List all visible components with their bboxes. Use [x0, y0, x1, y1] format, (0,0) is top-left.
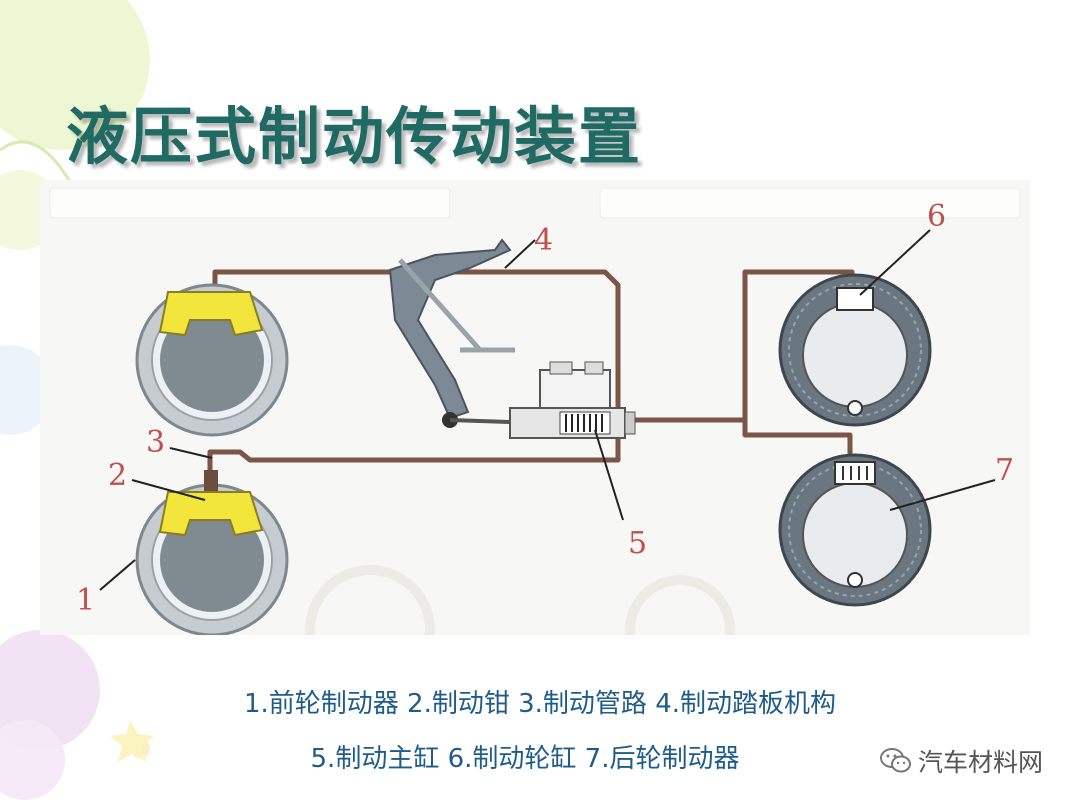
rear-wheel-brake: [778, 453, 932, 607]
leader-lines: [99, 229, 996, 591]
brake-caliper: [158, 491, 264, 537]
front-wheel-brake: [135, 470, 289, 635]
brake-system-diagram: 1 2 3 4 5 6 7: [40, 180, 1030, 635]
label-7: 7: [995, 453, 1014, 488]
rear-wheel-brake-upper: [778, 273, 932, 427]
brake-wheel-cylinder: [836, 287, 874, 311]
caption-line-2: 5.制动主缸 6.制动轮缸 7.后轮制动器: [310, 744, 740, 774]
label-1: 1: [76, 583, 95, 618]
watermark: 汽车材料网: [880, 743, 1043, 779]
label-5: 5: [628, 526, 647, 561]
brake-pedal-mechanism: [388, 238, 515, 428]
brake-master-cylinder: [509, 361, 636, 439]
label-3: 3: [146, 425, 165, 460]
front-wheel-brake-upper: [135, 283, 289, 437]
wechat-icon: [880, 748, 911, 773]
watermark-text: 汽车材料网: [918, 748, 1044, 777]
label-6: 6: [927, 199, 946, 234]
label-4: 4: [534, 223, 553, 258]
label-2: 2: [108, 458, 127, 493]
page-title: 液压式制动传动装置: [66, 100, 643, 173]
caption-line-1: 1.前轮制动器 2.制动钳 3.制动管路 4.制动踏板机构: [243, 689, 837, 719]
